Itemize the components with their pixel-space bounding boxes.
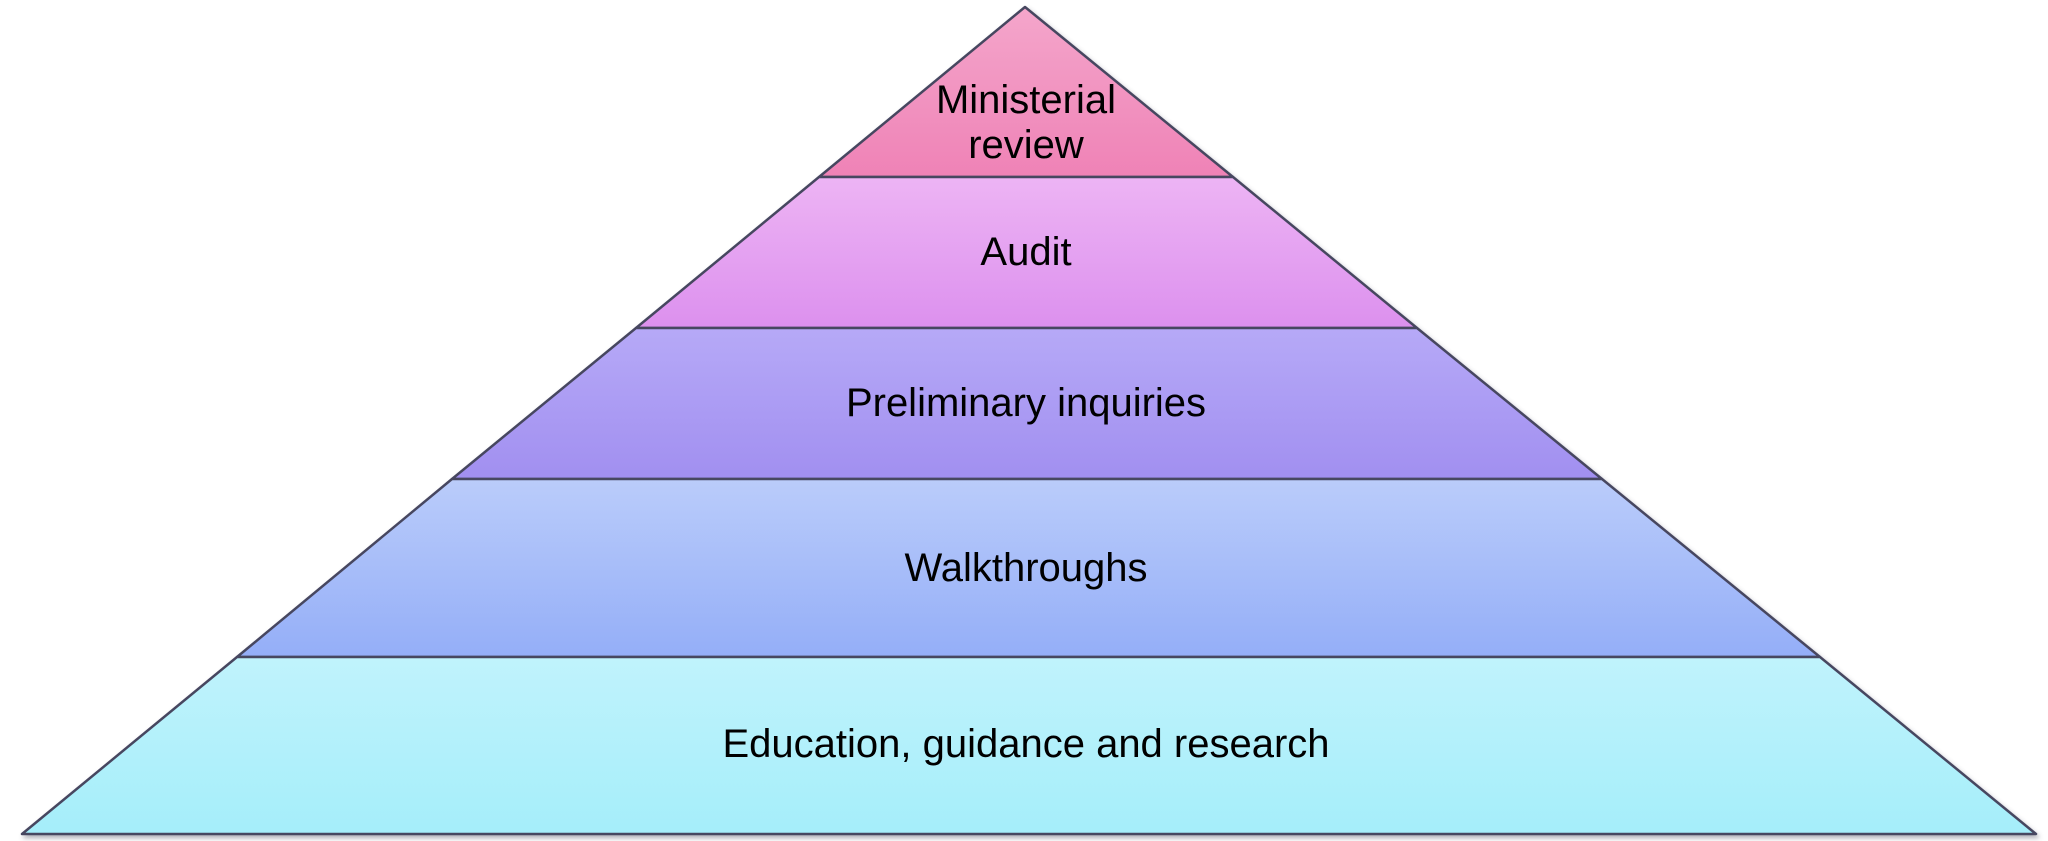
pyramid-labels: Ministerial review Audit Preliminary inq… bbox=[722, 78, 1329, 766]
level-label-education: Education, guidance and research bbox=[722, 722, 1329, 766]
level-label-walkthroughs: Walkthroughs bbox=[904, 546, 1147, 590]
pyramid-levels bbox=[20, 5, 2038, 836]
level-label-preliminary-inquiries: Preliminary inquiries bbox=[846, 381, 1206, 425]
level-label-ministerial-line2: review bbox=[968, 123, 1084, 167]
pyramid-level-education-shape bbox=[20, 655, 2038, 836]
level-label-audit: Audit bbox=[980, 230, 1071, 274]
level-label-ministerial-line1: Ministerial bbox=[936, 78, 1116, 122]
